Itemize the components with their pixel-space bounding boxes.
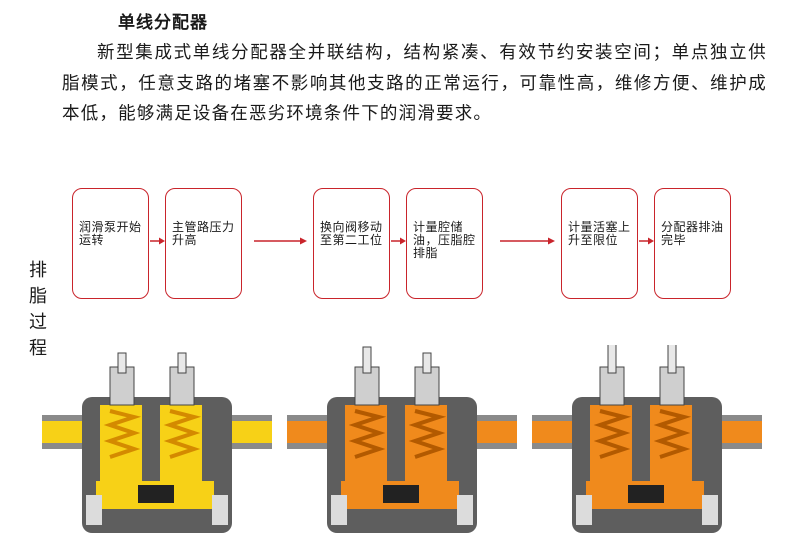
process-step-4: 计量腔储油，压脂腔排脂	[406, 188, 483, 299]
arrow-icon	[400, 237, 406, 245]
page-title: 单线分配器	[118, 13, 208, 33]
process-step-3: 换向阀移动至第二工位	[313, 188, 390, 299]
description-paragraph: 新型集成式单线分配器全并联结构，结构紧凑、有效节约安装空间；单点独立供脂模式，任…	[62, 43, 767, 124]
process-step-5: 计量活塞上升至限位	[561, 188, 638, 299]
process-step-2: 主管路压力升高	[165, 188, 242, 299]
side-label: 排脂过程	[29, 260, 47, 359]
distributor-illustration-2	[287, 346, 517, 533]
arrow-icon	[648, 237, 654, 245]
arrow-icon	[159, 237, 165, 245]
arrow-icon	[300, 237, 307, 245]
distributor-illustration-3	[532, 345, 762, 533]
process-step-1: 润滑泵开始运转	[72, 188, 149, 299]
process-step-6: 分配器排油完毕	[654, 188, 731, 299]
distributor-illustration-1	[42, 352, 272, 533]
arrow-icon	[548, 237, 555, 245]
